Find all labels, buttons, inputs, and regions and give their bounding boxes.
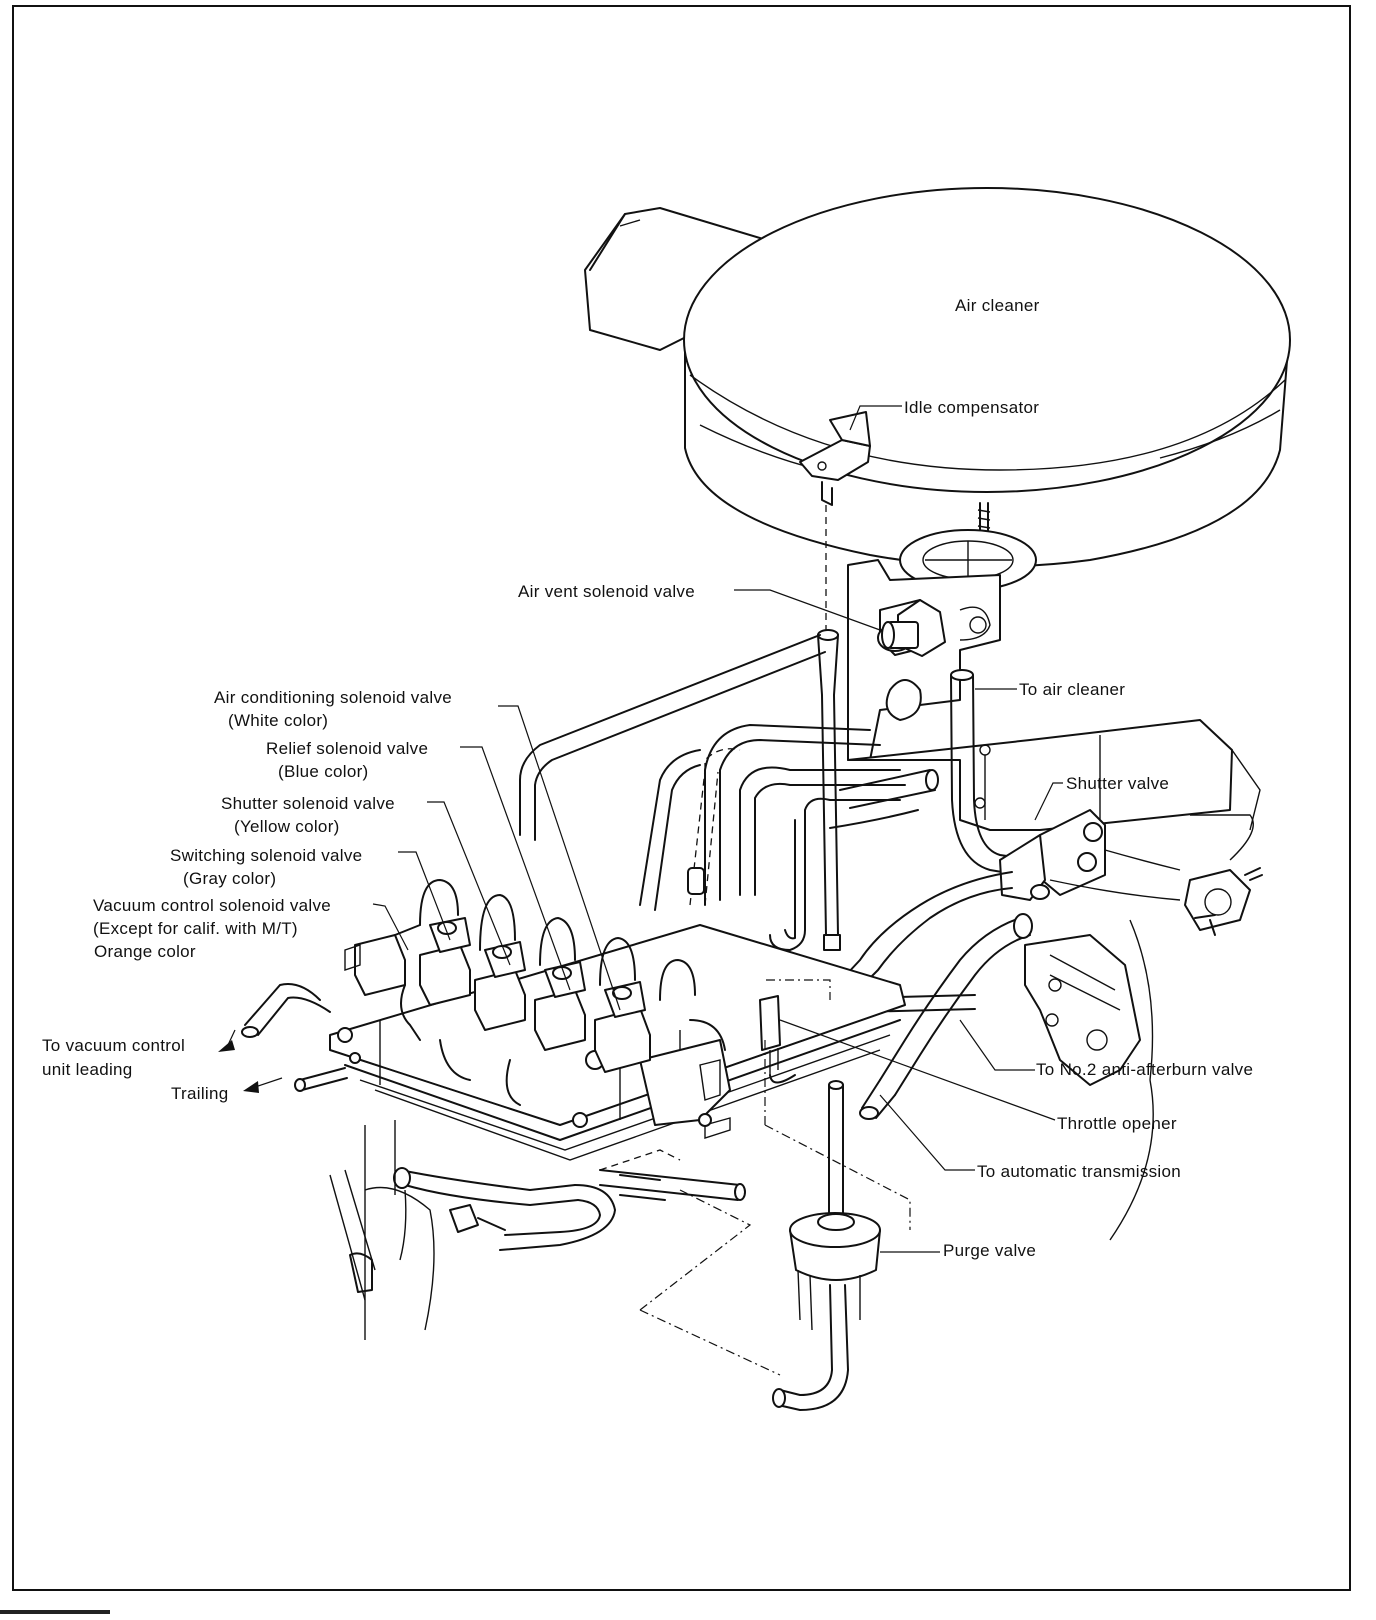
label-to-vacuum-control: To vacuum control xyxy=(42,1036,186,1055)
page-frame xyxy=(12,5,1351,1591)
label-purge-valve: Purge valve xyxy=(943,1241,1037,1260)
label-shutter-solenoid-color: (Yellow color) xyxy=(234,817,340,836)
vertical-shaft xyxy=(817,629,841,951)
label-throttle-opener: Throttle opener xyxy=(1057,1114,1177,1133)
scan-edge-strip xyxy=(0,1610,110,1614)
engine-casting-lower xyxy=(329,1120,435,1340)
label-switching-solenoid-valve: Switching solenoid valve xyxy=(170,846,363,865)
label-idle-compensator: Idle compensator xyxy=(904,398,1040,417)
label-vacuum-control-solenoid-color: Orange color xyxy=(94,942,196,961)
label-vacuum-control-solenoid-valve: Vacuum control solenoid valve xyxy=(93,896,332,915)
lower-hoses xyxy=(393,1167,746,1251)
left-hoses xyxy=(241,983,348,1092)
leader-lines xyxy=(227,405,1063,1253)
label-relief-solenoid-valve: Relief solenoid valve xyxy=(266,739,429,758)
carburetor-block xyxy=(847,559,1261,861)
air-vent-solenoid-drawing xyxy=(881,599,946,657)
purge-valve-drawing xyxy=(772,1080,881,1411)
label-air-vent-solenoid-valve: Air vent solenoid valve xyxy=(518,582,695,601)
label-shutter-valve: Shutter valve xyxy=(1066,774,1170,793)
throttle-opener-drawing xyxy=(759,995,796,1084)
label-shutter-solenoid-valve: Shutter solenoid valve xyxy=(221,794,395,813)
label-vacuum-control-solenoid-note: (Except for calif. with M/T) xyxy=(93,919,298,938)
center-lines xyxy=(599,979,911,1376)
label-to-no2-anti-afterburn-valve: To No.2 anti-afterburn valve xyxy=(1036,1060,1254,1079)
air-cleaner-drawing xyxy=(584,187,1291,591)
label-ac-solenoid-color: (White color) xyxy=(228,711,329,730)
right-flange xyxy=(1184,867,1263,936)
label-relief-solenoid-color: (Blue color) xyxy=(278,762,369,781)
label-to-automatic-transmission: To automatic transmission xyxy=(977,1162,1182,1181)
left-long-tube xyxy=(519,634,826,911)
label-air-cleaner: Air cleaner xyxy=(955,296,1040,315)
label-to-air-cleaner: To air cleaner xyxy=(1019,680,1126,699)
solenoid-valves xyxy=(344,879,726,1106)
leader-arrows xyxy=(218,1040,259,1093)
engine-bracket xyxy=(1024,919,1154,1241)
label-ac-solenoid-valve: Air conditioning solenoid valve xyxy=(214,688,452,707)
to-air-cleaner-pipe xyxy=(950,669,1021,876)
label-trailing: Trailing xyxy=(171,1084,229,1103)
label-switching-solenoid-color: (Gray color) xyxy=(183,869,277,888)
label-unit-leading: unit leading xyxy=(42,1060,133,1079)
